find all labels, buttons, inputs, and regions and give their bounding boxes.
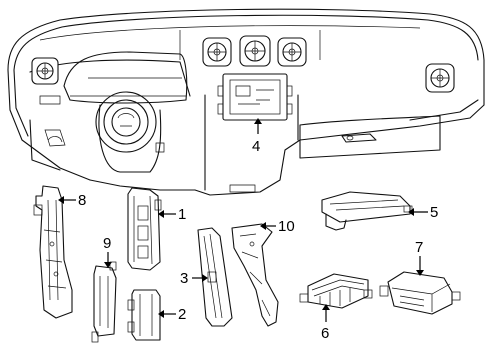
callout-6: 6 — [321, 325, 329, 342]
left-vent-icon — [31, 57, 59, 85]
instrument-panel — [7, 8, 485, 196]
callout-1: 1 — [178, 206, 186, 223]
callout-9: 9 — [103, 235, 111, 252]
callout-4: 4 — [252, 138, 260, 155]
part-3-module — [197, 227, 233, 327]
steering-wheel — [95, 91, 157, 153]
callout-3: 3 — [180, 270, 188, 287]
part-5-module — [321, 191, 413, 231]
callout-labels: 4 1 2 3 5 6 7 8 9 10 — [78, 138, 438, 342]
part-10-module — [231, 223, 279, 327]
part-6-module — [299, 273, 373, 309]
part-9-module — [91, 261, 117, 343]
callout-10: 10 — [278, 218, 295, 235]
callout-7: 7 — [415, 239, 423, 256]
part-1-module — [127, 187, 162, 271]
center-vent-icon — [202, 35, 307, 67]
right-vent-icon — [425, 63, 455, 93]
part-2-module — [127, 289, 161, 341]
callout-2: 2 — [178, 306, 186, 323]
callout-8: 8 — [78, 192, 86, 209]
part-8-module — [33, 185, 73, 319]
radio-module — [217, 73, 293, 121]
leader-lines — [58, 118, 428, 322]
part-7-module — [379, 271, 461, 315]
callout-5: 5 — [430, 204, 438, 221]
